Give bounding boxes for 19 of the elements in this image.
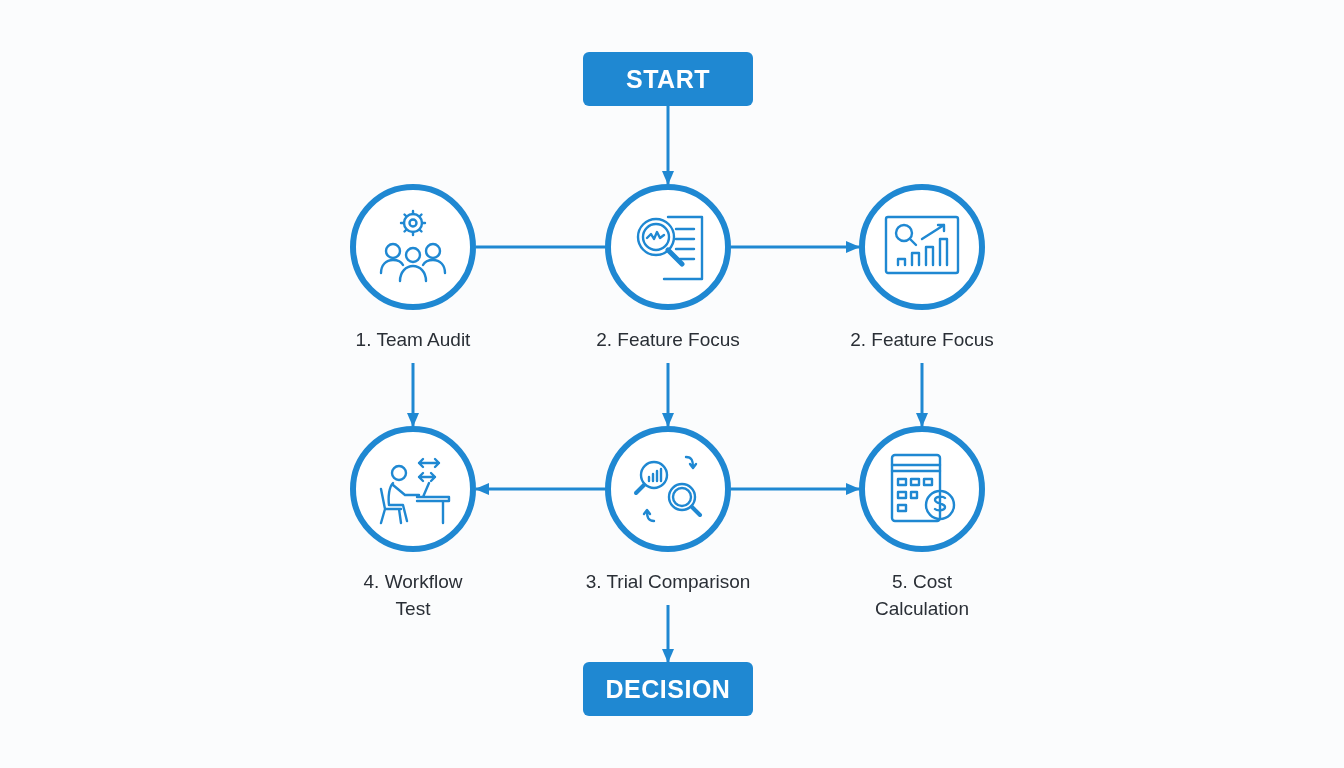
terminal-label: DECISION: [605, 674, 731, 704]
connector-line: [476, 245, 605, 249]
arrow: [662, 363, 674, 427]
step-label: 1. Team Audit: [354, 328, 472, 352]
step-label: 3. Trial Comparison: [584, 570, 752, 594]
step-label: 4. Workflow Test: [362, 570, 464, 621]
step-label: 2. Feature Focus: [595, 328, 741, 352]
arrow: [662, 605, 674, 663]
arrow: [916, 363, 928, 427]
arrow: [407, 363, 419, 427]
step-label: 5. Cost Calculation: [874, 570, 970, 621]
terminal-box: [583, 52, 753, 106]
arrow: [731, 241, 860, 253]
terminal-box: [583, 662, 753, 716]
terminal-label: START: [626, 64, 710, 94]
arrow: [475, 483, 605, 495]
arrow: [731, 483, 860, 495]
step-label: 2. Feature Focus: [849, 328, 995, 352]
arrow: [662, 106, 674, 185]
